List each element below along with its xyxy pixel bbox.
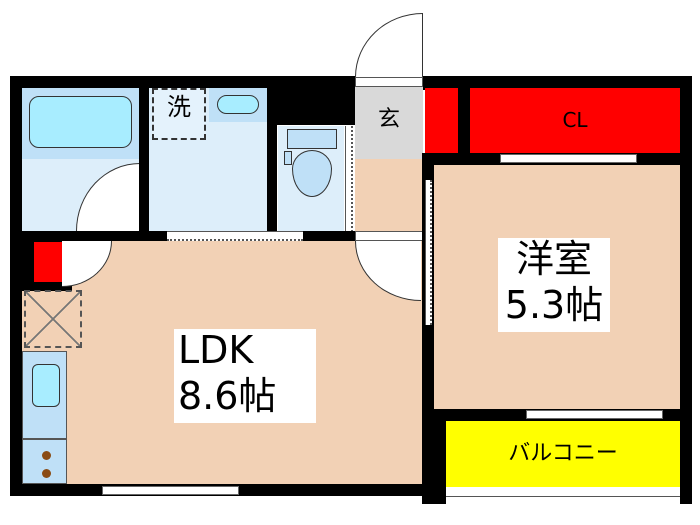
western-room-label-box: [498, 238, 610, 332]
toilet-paper-icon: [284, 151, 292, 165]
entrance-door-frame: [355, 77, 423, 87]
closet-sliding-door[interactable]: [500, 154, 637, 163]
balcony-label: バルコニー: [508, 441, 618, 466]
balcony: [446, 421, 680, 487]
outer-wall-left: [10, 76, 24, 494]
washroom-sliding-door[interactable]: [167, 231, 303, 241]
entrance-door-swing[interactable]: [355, 13, 423, 77]
ldk-label-box: [174, 329, 316, 423]
toilet-sliding-door[interactable]: [345, 126, 353, 232]
wall-bath-washroom: [139, 88, 149, 232]
entrance: [355, 87, 423, 159]
bathtub-icon: [29, 96, 132, 148]
closet-small: [425, 88, 458, 153]
toilet-bowl-icon: [292, 150, 332, 197]
ldk-window[interactable]: [102, 486, 239, 495]
wall-wet-ldk-left: [22, 231, 167, 241]
outer-wall-top-left: [10, 76, 355, 90]
western-room-name: 洋室: [515, 237, 592, 281]
washing-machine-area: [152, 88, 206, 140]
stove-burner-icon: [42, 451, 51, 460]
western-room-sliding-door[interactable]: [425, 180, 432, 325]
outer-wall-right: [680, 76, 692, 504]
western-room-size: 5.3帖: [504, 283, 604, 327]
stove-burner-icon: [42, 469, 51, 478]
balcony-rail: [446, 487, 680, 497]
closet: [470, 88, 680, 153]
wall-balcony-left: [422, 409, 446, 504]
toilet-tank-icon: [287, 129, 337, 149]
ldk-name: LDK: [178, 328, 254, 372]
refrigerator-space: [24, 290, 82, 348]
laundry-label: 洗: [167, 93, 191, 121]
wall-wet-ldk-right: [303, 231, 355, 241]
wall-toilet-top: [267, 88, 355, 125]
ldk-size: 8.6帖: [178, 374, 277, 418]
hall-door-frame: [355, 231, 423, 241]
outer-wall-top-right: [422, 76, 692, 90]
wall-closet-divider: [458, 88, 470, 153]
hallway: [355, 159, 423, 231]
storage-small: [34, 242, 62, 282]
wall-washroom-toilet: [267, 88, 277, 232]
entrance-label: 玄: [377, 107, 400, 132]
balcony-window[interactable]: [526, 410, 663, 419]
closet-label: CL: [562, 108, 588, 132]
sink-icon: [32, 364, 60, 407]
washbasin-icon: [217, 95, 259, 114]
